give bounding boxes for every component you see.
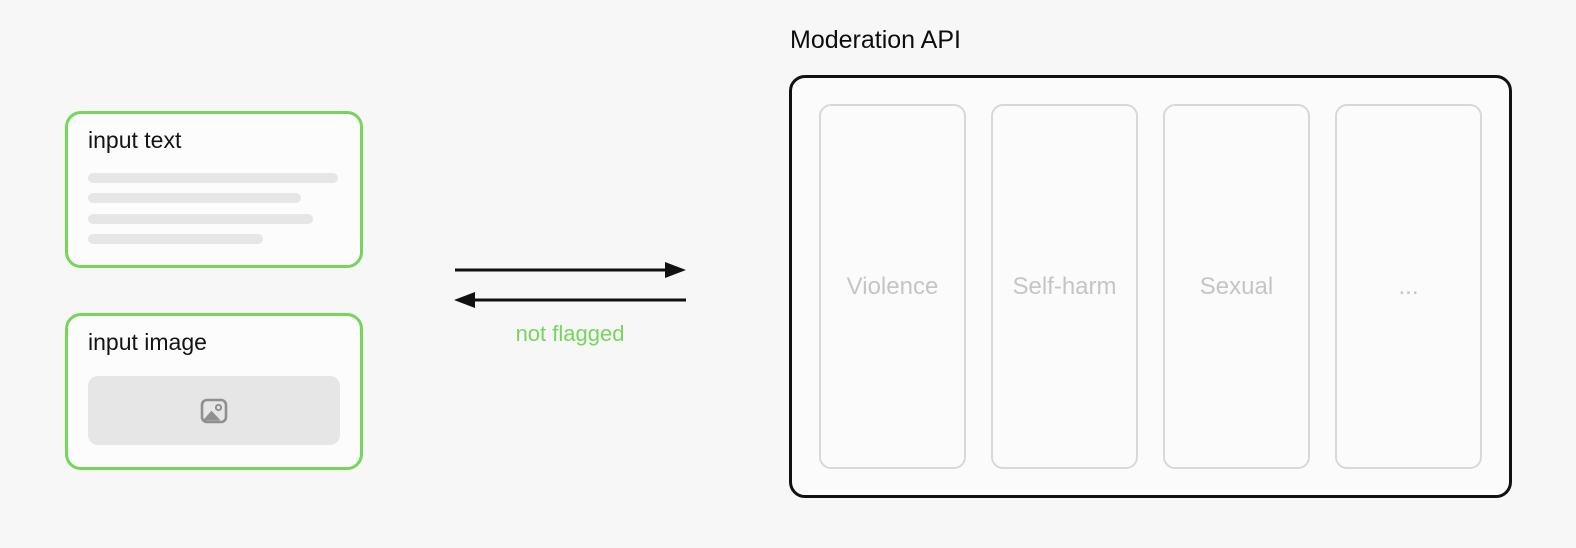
category-label: Sexual [1199, 272, 1274, 300]
skeleton-line [88, 214, 313, 224]
skeleton-line [88, 234, 263, 244]
request-arrow-right [455, 262, 686, 278]
category-label: Violence [846, 272, 939, 300]
input-text-title: input text [88, 127, 182, 153]
category-column-sexual: Sexual [1163, 104, 1310, 469]
not-flagged-label: not flagged [515, 321, 625, 346]
input-text-card: input text [65, 111, 363, 268]
image-placeholder [88, 376, 340, 445]
skeleton-line [88, 173, 338, 183]
moderation-api-title: Moderation API [790, 26, 961, 54]
input-image-card: input image [65, 313, 363, 470]
category-column-violence: Violence [819, 104, 966, 469]
exchange-arrows [454, 262, 686, 308]
moderation-api-box: Violence Self-harm Sexual ... [789, 75, 1512, 498]
input-image-title: input image [88, 329, 207, 355]
category-label: ... [1398, 272, 1419, 300]
skeleton-line [88, 193, 301, 203]
image-icon [200, 398, 228, 423]
category-label: Self-harm [1012, 272, 1117, 300]
category-column-more: ... [1335, 104, 1482, 469]
category-column-self-harm: Self-harm [991, 104, 1138, 469]
response-arrow-left [454, 292, 686, 308]
